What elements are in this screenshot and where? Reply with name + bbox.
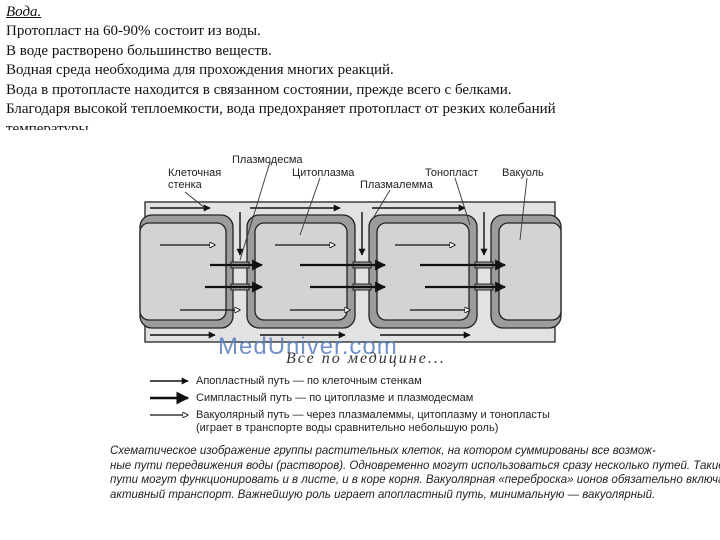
text-block: Протопласт на 60-90% состоит из воды. В … (6, 22, 714, 130)
label-plasmodesma: Плазмодесма (232, 154, 303, 166)
watermark-site: MedUniver.com (218, 333, 398, 360)
label-tonoplast: Тонопласт (425, 167, 479, 179)
label-cytoplasm: Цитоплазма (292, 167, 355, 179)
caption-line-4: активный транспорт. Важнейшую роль играе… (110, 488, 656, 501)
text-line-5: Благодаря высокой теплоемкости, вода пре… (6, 101, 556, 117)
caption-line-2: ные пути передвижения воды (растворов). … (110, 459, 720, 472)
caption-line-1: Схематическое изображение группы растите… (110, 445, 656, 457)
symplast-arrows (205, 259, 507, 293)
legend-samples (150, 377, 190, 415)
text-line-6: температуры. (6, 120, 93, 130)
text-line-4: Вода в протопласте находится в связанном… (6, 81, 512, 98)
cells (139, 214, 562, 329)
cell-vacuole (139, 222, 227, 321)
figure-caption: Схематическое изображение группы растите… (110, 444, 720, 502)
caption-line-3: пути могут функционировать и в листе, и … (110, 474, 720, 486)
cell-diagram (139, 161, 562, 540)
label-pointers (184, 161, 528, 261)
legend-vacuolar-2: (играет в транспорте воды сравнительно н… (196, 422, 499, 434)
cell-vacuole (376, 222, 470, 321)
label-plasmalemma: Плазмалемма (360, 179, 433, 191)
vacuolar-arrows (160, 245, 470, 310)
apoplast-arrows (150, 204, 488, 339)
label-cell-wall-2: стенка (168, 179, 202, 191)
cell-vacuole (498, 222, 562, 321)
slide-title: Вода. (6, 4, 42, 20)
text-line-3: Водная среда необходима для прохождения … (6, 62, 394, 78)
watermark-slogan: Все по медицине... (286, 350, 446, 367)
text-line-2: В воде растворено большинство веществ. (6, 42, 272, 59)
water-transport-figure: Плазмодесма Клеточная стенка Цитоплазма … (0, 150, 720, 540)
legend-vacuolar-1: Вакуолярный путь — через плазмалеммы, ци… (196, 409, 550, 421)
label-cell-wall-1: Клеточная (168, 167, 222, 179)
text-line-1: Протопласт на 60-90% состоит из воды. (6, 23, 261, 39)
cell-vacuole (254, 222, 348, 321)
label-vacuole: Вакуоль (502, 167, 544, 179)
legend-symplast: Симпластный путь — по цитоплазме и плазм… (196, 392, 474, 404)
legend-apoplast: Апопластный путь — по клеточным стенкам (196, 375, 422, 387)
